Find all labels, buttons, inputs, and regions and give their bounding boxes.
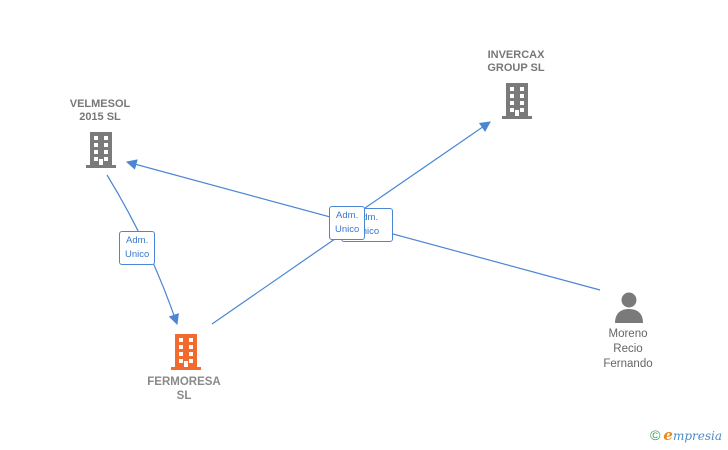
node-label-velmesol: VELMESOL 2015 SL [70, 98, 131, 124]
node-label-line: INVERCAX [487, 49, 545, 61]
edge-fermoresa-hub [211, 231, 346, 325]
building-icon[interactable] [502, 83, 532, 119]
building-icon[interactable] [86, 132, 116, 168]
edge-label-line: Adm. [355, 212, 379, 223]
node-label-line: FERMORESA [147, 376, 221, 388]
brand-wordmark: empresia [663, 426, 722, 444]
node-label-moreno: Moreno Recio Fernando [603, 327, 652, 372]
edge-label-hub-front[interactable]: Adm. Unico [329, 206, 366, 240]
person-icon[interactable] [614, 291, 644, 323]
node-label-line: Fernando [603, 358, 653, 370]
node-label-line: GROUP SL [487, 62, 545, 74]
edge-label-line: Adm. [336, 210, 359, 221]
node-label-line: Recio [613, 343, 643, 355]
edge-hub-invercax [364, 121, 491, 209]
brand-logo[interactable]: © empresia [650, 426, 722, 444]
edge-label-velmesol-fermoresa[interactable]: Adm. Unico [119, 231, 156, 265]
edge-label-line: Unico [354, 226, 380, 237]
brand-rest: mpresia [672, 429, 722, 443]
node-label-invercax: INVERCAX GROUP SL [487, 49, 544, 75]
building-icon[interactable] [171, 334, 201, 370]
node-label-line: 2015 SL [79, 111, 121, 123]
brand-e: e [663, 426, 673, 444]
copyright-icon: © [650, 427, 661, 443]
node-label-line: Moreno [608, 328, 648, 340]
edge-label-line: Unico [125, 249, 150, 260]
node-label-line: VELMESOL [69, 98, 131, 110]
edge-label-line: Adm. [126, 235, 149, 246]
edge-label-line: Unico [335, 224, 360, 235]
node-label-line: SL [176, 390, 192, 402]
node-label-fermoresa: FERMORESA SL [147, 375, 220, 403]
